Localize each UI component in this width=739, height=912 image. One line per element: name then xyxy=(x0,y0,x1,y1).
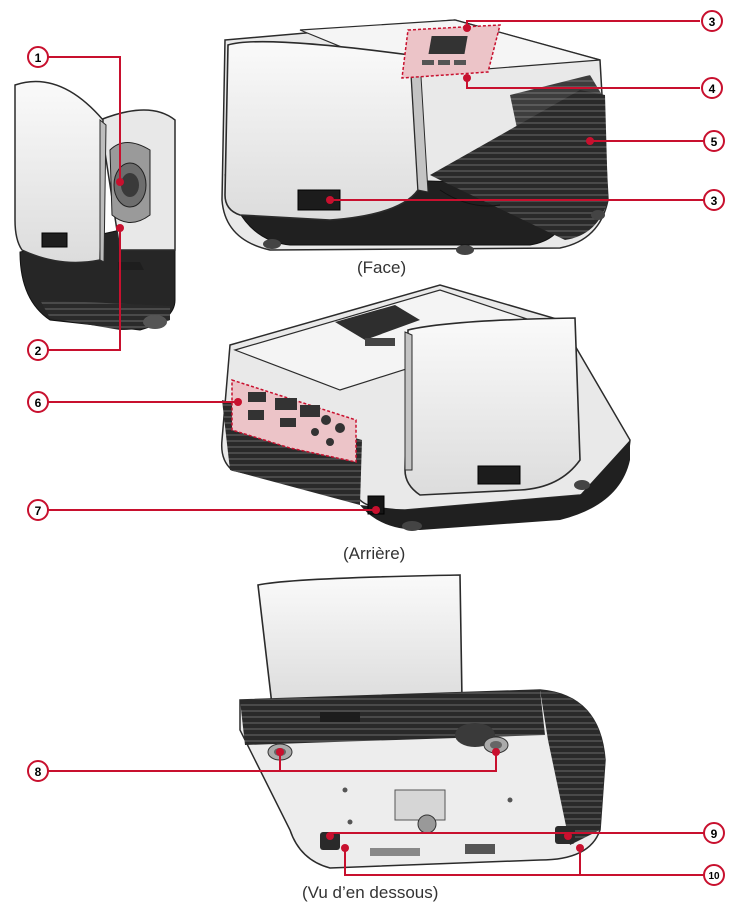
callout-2: 2 xyxy=(27,339,49,361)
caption-rear: (Arrière) xyxy=(343,544,406,563)
front-view-projector xyxy=(221,19,609,255)
callout-1-label: 1 xyxy=(35,51,42,65)
callout-5: 5 xyxy=(703,130,725,152)
leader-3a xyxy=(466,20,700,28)
leader-2 xyxy=(48,228,121,351)
callout-3b-label: 3 xyxy=(711,194,718,208)
caption-bottom: (Vu d’en dessous) xyxy=(302,883,439,902)
callout-10-label: 10 xyxy=(708,871,720,882)
callout-1: 1 xyxy=(27,46,49,68)
leader-10 xyxy=(579,848,704,876)
callout-10: 10 xyxy=(703,864,725,886)
callout-9: 9 xyxy=(703,822,725,844)
callout-3a-label: 3 xyxy=(709,15,716,29)
rear-view-projector xyxy=(220,284,631,531)
callout-9-label: 9 xyxy=(711,827,718,841)
leader-1 xyxy=(48,56,121,182)
callout-7: 7 xyxy=(27,499,49,521)
callout-3b: 3 xyxy=(703,189,725,211)
side-view-projector xyxy=(14,80,176,331)
leader-8 xyxy=(48,752,497,772)
callout-8: 8 xyxy=(27,760,49,782)
callout-4: 4 xyxy=(701,77,723,99)
callout-7-label: 7 xyxy=(35,504,42,518)
callout-6-label: 6 xyxy=(35,396,42,410)
callout-2-label: 2 xyxy=(35,344,42,358)
leader-10b xyxy=(344,848,580,876)
callout-8-label: 8 xyxy=(35,765,42,779)
callout-3a: 3 xyxy=(701,10,723,32)
callout-4-label: 4 xyxy=(709,82,716,96)
callout-6: 6 xyxy=(27,391,49,413)
bottom-view-projector xyxy=(239,574,606,869)
caption-front: (Face) xyxy=(357,258,407,277)
callout-leader-dots xyxy=(116,24,594,852)
callout-5-label: 5 xyxy=(711,135,718,149)
